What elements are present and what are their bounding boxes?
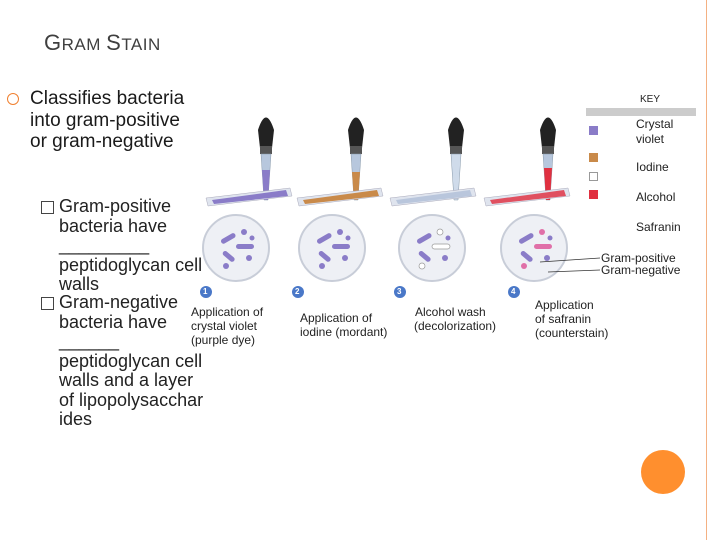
step-caption-4: Application of safranin (counterstain) bbox=[535, 298, 609, 340]
key-label-safranin: Safranin bbox=[636, 220, 681, 234]
sub-bullet-gram-positive: Gram-positive bacteria have _________ pe… bbox=[59, 196, 203, 294]
slide-title: GRAM STAIN bbox=[44, 30, 161, 55]
step-number-4: 4 bbox=[511, 287, 516, 296]
step-badge-2 bbox=[292, 286, 304, 298]
key-swatch-iodine bbox=[589, 153, 598, 162]
key-swatch-crystal-violet bbox=[589, 126, 598, 135]
microscope-view-1 bbox=[202, 214, 270, 282]
key-label-alcohol: Alcohol bbox=[636, 190, 676, 204]
step-caption-3: Alcohol wash (decolorization) bbox=[414, 305, 497, 333]
microscope-view-4 bbox=[500, 214, 568, 282]
key-label-crystal-violet: Crystal violet bbox=[636, 117, 674, 146]
microscope-view-3 bbox=[398, 214, 466, 282]
step-caption-1: Application of crystal violet (purple dy… bbox=[191, 305, 264, 347]
sub-bullet-marker bbox=[41, 201, 54, 214]
slide-2 bbox=[296, 187, 384, 207]
legend-gram-positive: Gram-positive bbox=[601, 251, 676, 265]
dropper-crystal-violet bbox=[258, 117, 274, 201]
slide-3 bbox=[389, 187, 477, 207]
legend-gram-negative: Gram-negative bbox=[601, 263, 681, 277]
decorative-orange-circle bbox=[641, 450, 685, 494]
slide-4 bbox=[483, 187, 571, 207]
dropper-safranin bbox=[540, 117, 556, 201]
sub-bullet-gram-negative: Gram-negative bacteria have ______ pepti… bbox=[59, 292, 204, 429]
step-number-3: 3 bbox=[397, 287, 402, 296]
slide-border-right bbox=[706, 0, 707, 540]
key-label-iodine: Iodine bbox=[636, 160, 669, 174]
microscope-view-2 bbox=[298, 214, 366, 282]
sub-bullet-marker bbox=[41, 297, 54, 310]
main-bullet: Classifies bacteria into gram-positive o… bbox=[30, 88, 185, 152]
dropper-iodine bbox=[348, 117, 364, 201]
key-title: KEY bbox=[640, 94, 661, 105]
step-number-2: 2 bbox=[295, 287, 300, 296]
slide-1 bbox=[205, 187, 293, 207]
key-bar bbox=[586, 108, 696, 116]
bullet-marker bbox=[7, 93, 19, 105]
key-swatch-safranin bbox=[589, 190, 598, 199]
step-badge-3 bbox=[394, 286, 406, 298]
pointer-line-negative bbox=[547, 269, 601, 273]
step-badge-4 bbox=[508, 286, 520, 298]
step-caption-2: Application of iodine (mordant) bbox=[300, 311, 388, 339]
pointer-line-positive bbox=[539, 257, 601, 263]
key-swatch-alcohol bbox=[589, 172, 598, 181]
step-number-1: 1 bbox=[203, 287, 208, 296]
dropper-alcohol bbox=[448, 117, 464, 201]
step-badge-1 bbox=[200, 286, 212, 298]
